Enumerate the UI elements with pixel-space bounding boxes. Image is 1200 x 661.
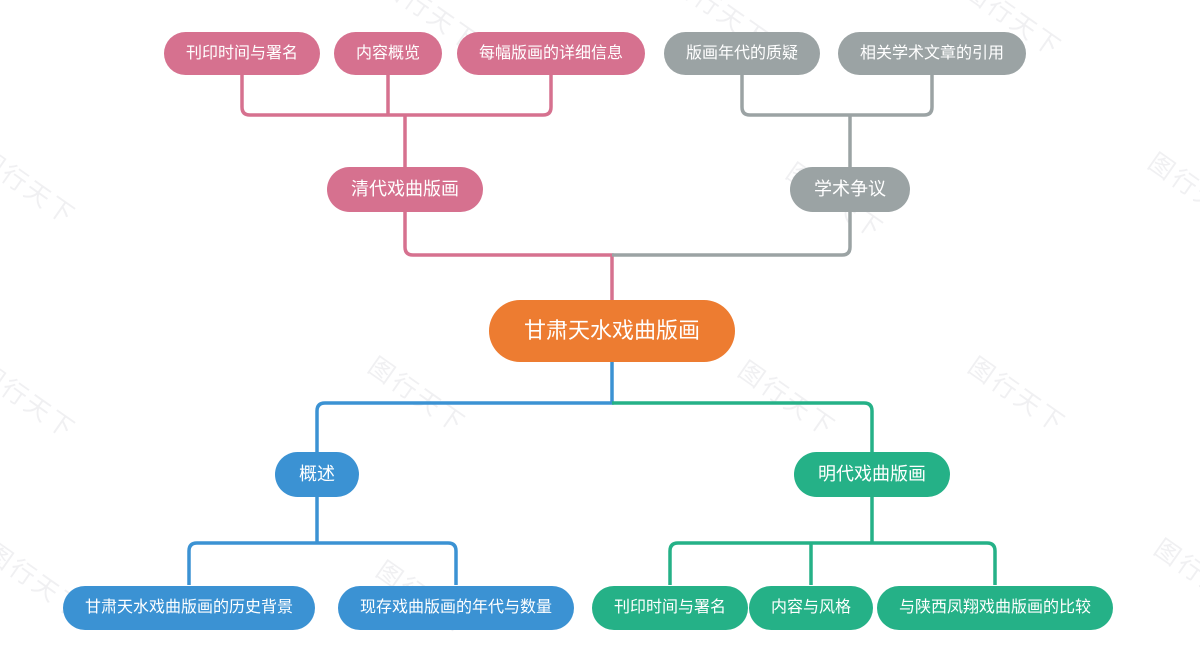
connector-root-overview <box>315 362 614 452</box>
leaf-overview-extant-dates-numbers: 现存戏曲版画的年代与数量 <box>337 586 575 630</box>
leaf-qing-print-time-signature: 刊印时间与署名 <box>163 32 321 75</box>
root-node: 甘肃天水戏曲版画 <box>488 300 736 362</box>
leaf-dispute-date-doubt: 版画年代的质疑 <box>663 32 821 75</box>
connector-ming-children <box>668 497 997 585</box>
branch-overview: 概述 <box>275 452 359 497</box>
branch-ming-dynasty-prints: 明代戏曲版画 <box>794 452 950 497</box>
connector-overview-children <box>187 497 458 585</box>
connector-dispute-root <box>612 212 852 257</box>
connector-qing-children <box>240 74 553 167</box>
leaf-dispute-citations: 相关学术文章的引用 <box>837 32 1027 75</box>
connector-dispute-children <box>740 74 934 167</box>
branch-qing-dynasty-prints: 清代戏曲版画 <box>327 167 483 212</box>
leaf-ming-content-style: 内容与风格 <box>748 586 874 630</box>
connector-root-ming <box>612 401 874 452</box>
leaf-qing-print-details: 每幅版画的详细信息 <box>456 32 646 75</box>
branch-academic-dispute: 学术争议 <box>790 167 910 212</box>
leaf-ming-fengxiang-comparison: 与陕西凤翔戏曲版画的比较 <box>876 586 1114 630</box>
leaf-qing-content-overview: 内容概览 <box>333 32 443 75</box>
leaf-ming-print-time-signature: 刊印时间与署名 <box>591 586 749 630</box>
leaf-overview-history-background: 甘肃天水戏曲版画的历史背景 <box>62 586 316 630</box>
connector-qing-root <box>403 212 614 300</box>
